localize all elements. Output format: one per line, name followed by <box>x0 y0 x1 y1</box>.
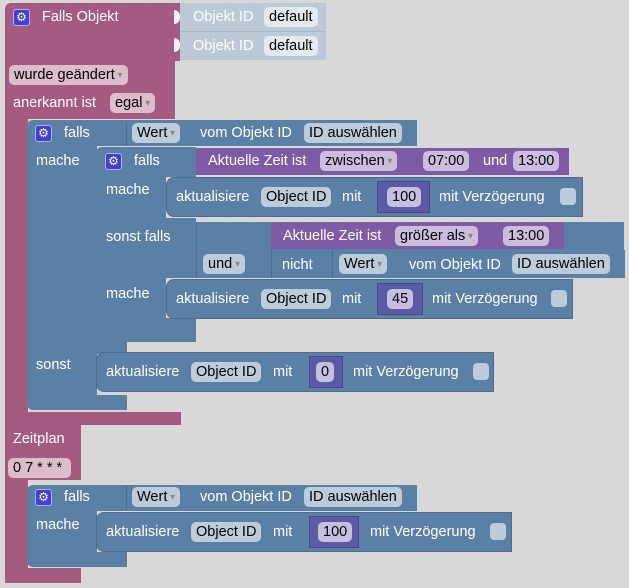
object-id-field[interactable]: Object ID <box>191 522 262 542</box>
elseif-label: sonst falls <box>106 229 171 245</box>
object-id-row-1[interactable]: Objekt ID default <box>180 3 326 32</box>
with-label: mit <box>273 524 293 540</box>
id-select-field[interactable]: ID auswählen <box>304 123 402 143</box>
connector-notch <box>174 10 180 24</box>
do-label: mache <box>36 153 80 169</box>
update-block[interactable]: aktualisiere Object ID mit 100 mit Verzö… <box>96 512 512 552</box>
value-field[interactable]: 0 <box>316 362 335 382</box>
end-time-field[interactable]: 13:00 <box>513 151 560 171</box>
object-id-label: Objekt ID <box>193 9 254 25</box>
time-between-block[interactable]: Aktuelle Zeit ist zwischen 07:00 und 13:… <box>196 148 569 175</box>
delay-label: mit Verzögerung <box>439 189 545 205</box>
update-label: aktualisiere <box>176 291 250 307</box>
object-id-label: Objekt ID <box>193 38 254 54</box>
gear-icon[interactable]: ⚙ <box>35 125 52 142</box>
delay-checkbox[interactable] <box>560 188 576 205</box>
with-label: mit <box>273 364 293 380</box>
with-label: mit <box>342 291 362 307</box>
value-field[interactable]: 100 <box>318 522 353 542</box>
value-dropdown[interactable]: Wert <box>339 254 388 274</box>
time-greater-block[interactable]: Aktuelle Zeit ist größer als 13:00 <box>271 222 564 249</box>
object-id-row-2[interactable]: Objekt ID default <box>180 32 326 60</box>
delay-label: mit Verzögerung <box>370 524 476 540</box>
do-label: mache <box>106 182 150 198</box>
do-label: mache <box>106 286 150 302</box>
update-label: aktualisiere <box>106 524 180 540</box>
from-object-label: vom Objekt ID <box>409 257 501 273</box>
cron-field[interactable]: 0 7 * * * <box>8 458 71 478</box>
logic-operator-dropdown[interactable]: und <box>203 254 246 274</box>
not-block[interactable]: nicht Wert vom Objekt ID ID auswählen <box>271 250 625 278</box>
update-block[interactable]: aktualisiere Object ID mit 45 mit Verzög… <box>166 279 573 319</box>
else-update-block[interactable]: aktualisiere Object ID mit 0 mit Verzöge… <box>96 352 494 392</box>
connector-notch <box>174 38 180 52</box>
start-time-field[interactable]: 07:00 <box>423 151 470 171</box>
object-id-field[interactable]: Object ID <box>261 289 332 309</box>
trigger-title: Falls Objekt <box>42 9 119 25</box>
with-label: mit <box>342 189 362 205</box>
from-object-label: vom Objekt ID <box>200 489 292 505</box>
delay-label: mit Verzögerung <box>432 291 538 307</box>
delay-checkbox[interactable] <box>490 523 506 540</box>
change-mode-dropdown[interactable]: wurde geändert <box>9 65 128 85</box>
ack-label: anerkannt ist <box>13 95 97 111</box>
object-id-field[interactable]: Object ID <box>261 187 332 207</box>
update-label: aktualisiere <box>176 189 250 205</box>
value-field[interactable]: 45 <box>387 289 414 309</box>
from-object-label: vom Objekt ID <box>200 125 292 141</box>
else-label: sonst <box>36 357 71 373</box>
if-label: falls <box>64 489 90 505</box>
time-operator-dropdown[interactable]: zwischen <box>320 151 398 171</box>
delay-checkbox[interactable] <box>551 290 567 307</box>
delay-checkbox[interactable] <box>473 363 489 380</box>
value-field[interactable]: 100 <box>387 187 422 207</box>
object-id-value[interactable]: default <box>264 36 318 56</box>
value-dropdown[interactable]: Wert <box>132 487 181 507</box>
update-label: aktualisiere <box>106 364 180 380</box>
if-label: falls <box>64 125 90 141</box>
object-id-value[interactable]: default <box>264 7 318 27</box>
gear-icon[interactable]: ⚙ <box>35 489 52 506</box>
and-label: und <box>483 153 508 169</box>
delay-label: mit Verzögerung <box>353 364 459 380</box>
ack-dropdown[interactable]: egal <box>110 93 156 113</box>
time-operator-dropdown[interactable]: größer als <box>395 226 479 246</box>
id-select-field[interactable]: ID auswählen <box>512 254 610 274</box>
schedule-title: Zeitplan <box>13 431 65 447</box>
current-time-label: Aktuelle Zeit ist <box>208 153 307 169</box>
object-id-field[interactable]: Object ID <box>191 362 262 382</box>
not-label: nicht <box>282 257 313 273</box>
gear-icon[interactable]: ⚙ <box>105 153 122 170</box>
update-block[interactable]: aktualisiere Object ID mit 100 mit Verzö… <box>166 177 583 217</box>
id-select-field[interactable]: ID auswählen <box>304 487 402 507</box>
do-label: mache <box>36 517 80 533</box>
if-label: falls <box>134 153 160 169</box>
gear-icon[interactable]: ⚙ <box>13 9 30 26</box>
value-dropdown[interactable]: Wert <box>132 123 181 143</box>
current-time-label: Aktuelle Zeit ist <box>283 228 382 244</box>
time-value-field[interactable]: 13:00 <box>503 226 550 246</box>
